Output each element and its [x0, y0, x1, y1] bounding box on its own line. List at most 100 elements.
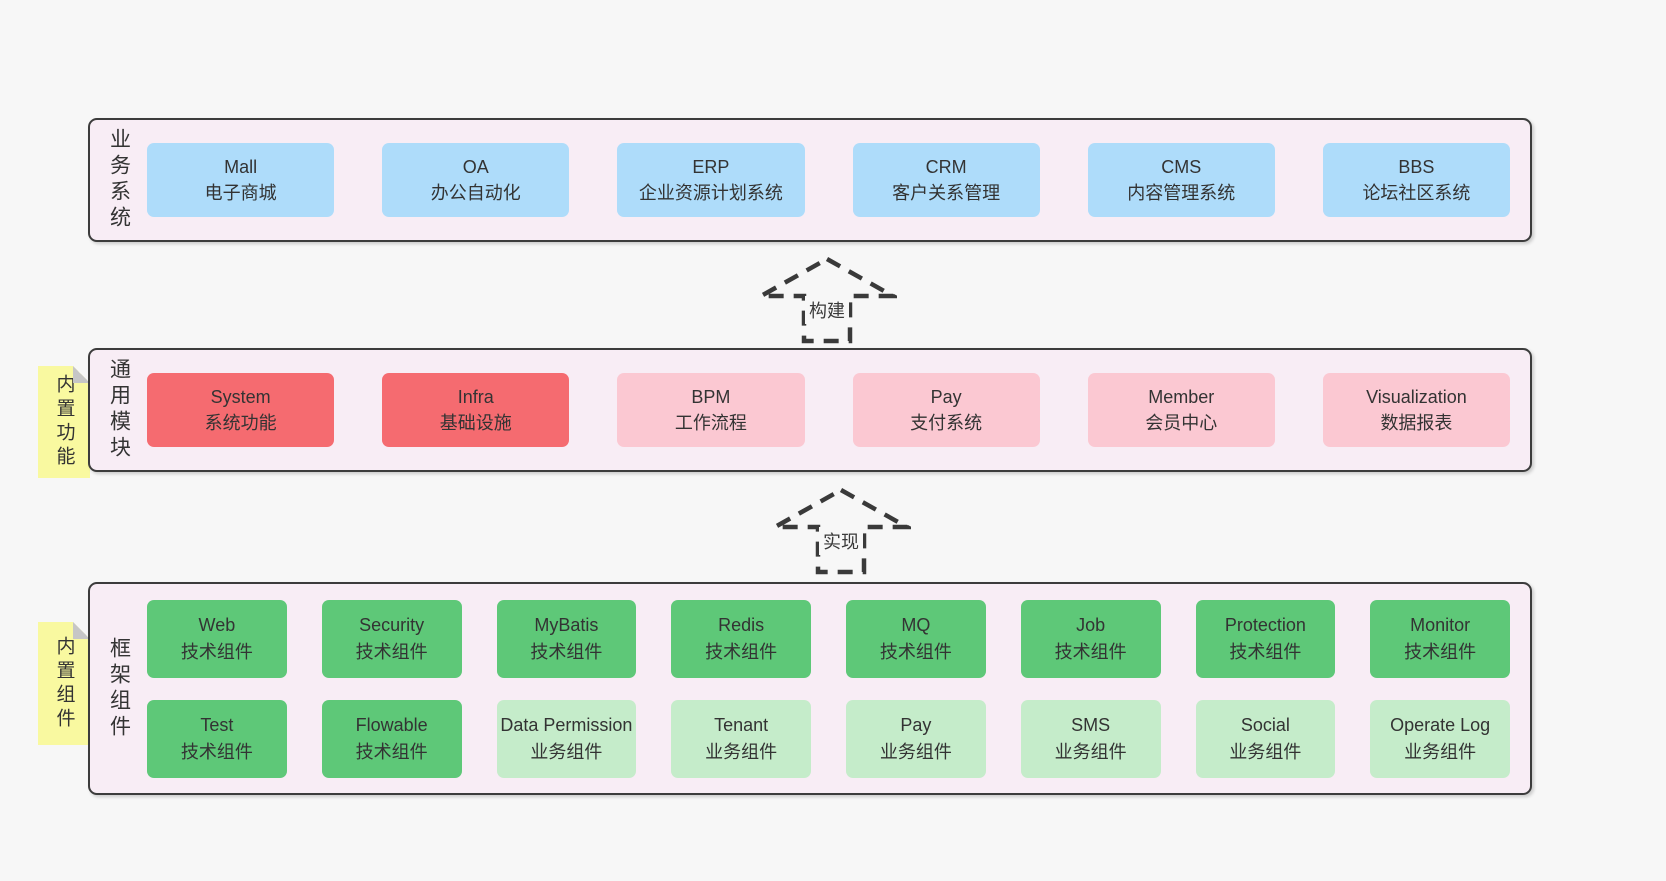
box-subtitle: 技术组件 — [180, 641, 253, 662]
box-title: Protection — [1224, 615, 1306, 636]
framework-row-2: Test 技术组件 Flowable 技术组件 Data Permission … — [147, 699, 1510, 778]
box-title: ERP — [692, 156, 730, 177]
box-subtitle: 内容管理系统 — [1127, 183, 1236, 203]
box-title: Social — [1240, 715, 1290, 736]
box-title: BPM — [691, 386, 731, 407]
box-title: Operate Log — [1390, 715, 1491, 736]
band-business-content: Mall 电子商城 OA 办公自动化 ERP 企业资源计划系统 CRM 客户关系… — [147, 120, 1530, 240]
band-framework-components: 框架组件 Web 技术组件 Security 技术组件 MyBatis 技术组件… — [88, 582, 1532, 795]
box-title: Member — [1148, 386, 1215, 407]
box-test: Test 技术组件 — [147, 699, 287, 778]
box-subtitle: 业务组件 — [1229, 741, 1302, 762]
box-title: Pay — [900, 715, 932, 736]
framework-row-1: Web 技术组件 Security 技术组件 MyBatis 技术组件 Redi… — [147, 599, 1510, 678]
box-protection: Protection 技术组件 — [1195, 599, 1336, 678]
box-sms: SMS 业务组件 — [1020, 699, 1161, 778]
box-title: Visualization — [1366, 386, 1467, 407]
box-data-permission: Data Permission 业务组件 — [496, 699, 637, 778]
box-mall: Mall 电子商城 — [147, 143, 335, 217]
box-title: Data Permission — [500, 715, 633, 736]
box-subtitle: 工作流程 — [674, 413, 747, 433]
box-title: Test — [200, 715, 234, 736]
box-subtitle: 会员中心 — [1145, 413, 1218, 433]
box-subtitle: 系统功能 — [204, 413, 277, 433]
dashed-up-arrow-icon — [771, 487, 911, 575]
sticky-note-built-in-features: 内置功能 — [38, 366, 90, 478]
box-visualization: Visualization 数据报表 — [1322, 373, 1511, 447]
box-subtitle: 业务组件 — [705, 741, 778, 762]
box-mybatis: MyBatis 技术组件 — [496, 599, 637, 678]
box-subtitle: 基础设施 — [439, 413, 512, 433]
box-subtitle: 技术组件 — [1229, 641, 1302, 662]
box-subtitle: 技术组件 — [355, 741, 428, 762]
box-title: CMS — [1161, 156, 1202, 177]
arrow-build-label: 构建 — [805, 296, 849, 324]
box-title: Pay — [930, 386, 962, 407]
band-business-label: 业务系统 — [107, 128, 131, 232]
sticky-note-text: 内置组件 — [53, 635, 75, 732]
band-common-modules: 通用模块 System 系统功能 Infra 基础设施 BPM 工作流程 Pay… — [88, 348, 1532, 472]
box-title: CRM — [925, 156, 967, 177]
box-subtitle: 电子商城 — [204, 183, 277, 203]
box-title: Tenant — [714, 715, 769, 736]
arrow-build: 构建 — [757, 256, 897, 344]
box-monitor: Monitor 技术组件 — [1370, 599, 1510, 678]
box-title: Flowable — [355, 715, 428, 736]
box-title: Redis — [718, 615, 765, 636]
box-system: System 系统功能 — [147, 373, 335, 447]
box-subtitle: 技术组件 — [180, 741, 253, 762]
box-title: BBS — [1398, 156, 1435, 177]
band-common-label: 通用模块 — [107, 358, 131, 462]
box-title: Mall — [224, 156, 258, 177]
box-title: MQ — [901, 615, 931, 636]
box-title: Infra — [457, 386, 494, 407]
box-subtitle: 业务组件 — [530, 741, 603, 762]
band-framework-label: 框架组件 — [107, 636, 131, 741]
box-subtitle: 支付系统 — [910, 413, 983, 433]
box-bbs: BBS 论坛社区系统 — [1322, 143, 1511, 217]
box-title: Security — [359, 615, 425, 636]
box-subtitle: 业务组件 — [1054, 741, 1127, 762]
box-erp: ERP 企业资源计划系统 — [617, 143, 805, 217]
box-title: Job — [1076, 615, 1106, 636]
box-subtitle: 技术组件 — [355, 641, 428, 662]
box-title: MyBatis — [534, 615, 599, 636]
box-security: Security 技术组件 — [321, 599, 462, 678]
box-title: SMS — [1071, 715, 1111, 736]
band-framework-content: Web 技术组件 Security 技术组件 MyBatis 技术组件 Redi… — [147, 584, 1530, 793]
box-title: Monitor — [1410, 615, 1471, 636]
box-subtitle: 技术组件 — [1054, 641, 1127, 662]
box-subtitle: 数据报表 — [1380, 413, 1453, 433]
dashed-up-arrow-icon — [757, 256, 897, 344]
box-title: OA — [462, 156, 489, 177]
box-subtitle: 技术组件 — [530, 641, 603, 662]
box-job: Job 技术组件 — [1020, 599, 1161, 678]
box-operate-log: Operate Log 业务组件 — [1370, 699, 1510, 778]
box-title: System — [210, 386, 271, 407]
box-subtitle: 企业资源计划系统 — [638, 183, 783, 203]
box-subtitle: 技术组件 — [705, 641, 778, 662]
box-tenant: Tenant 业务组件 — [671, 699, 811, 778]
band-business-systems: 业务系统 Mall 电子商城 OA 办公自动化 ERP 企业资源计划系统 CRM… — [88, 118, 1532, 242]
box-title: Web — [198, 615, 236, 636]
box-crm: CRM 客户关系管理 — [852, 143, 1040, 217]
box-redis: Redis 技术组件 — [671, 599, 811, 678]
box-subtitle: 业务组件 — [1404, 741, 1477, 762]
box-web: Web 技术组件 — [147, 599, 287, 678]
box-subtitle: 客户关系管理 — [892, 183, 1001, 203]
box-infra: Infra 基础设施 — [382, 373, 570, 447]
box-pay: Pay 支付系统 — [852, 373, 1040, 447]
box-member: Member 会员中心 — [1087, 373, 1275, 447]
box-subtitle: 技术组件 — [879, 641, 952, 662]
sticky-note-built-in-components: 内置组件 — [38, 622, 90, 745]
box-subtitle: 论坛社区系统 — [1362, 183, 1471, 203]
box-flowable: Flowable 技术组件 — [321, 699, 462, 778]
arrow-implement-label: 实现 — [819, 527, 863, 555]
box-social: Social 业务组件 — [1195, 699, 1336, 778]
box-pay-component: Pay 业务组件 — [846, 699, 986, 778]
box-subtitle: 办公自动化 — [430, 183, 521, 203]
sticky-note-text: 内置功能 — [53, 374, 75, 470]
arrow-implement: 实现 — [771, 487, 911, 575]
box-oa: OA 办公自动化 — [382, 143, 570, 217]
band-common-content: System 系统功能 Infra 基础设施 BPM 工作流程 Pay 支付系统… — [147, 350, 1530, 470]
